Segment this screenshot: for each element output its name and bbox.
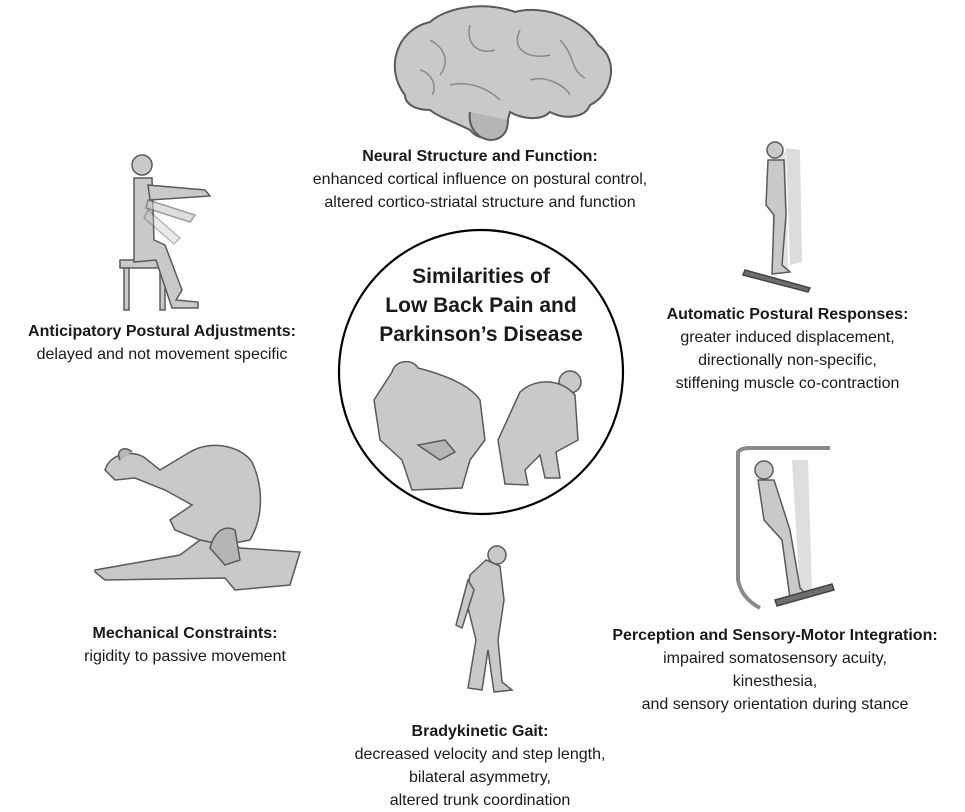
- node-perception-line-3: and sensory orientation during stance: [641, 696, 909, 713]
- standing-platform-icon: [741, 141, 812, 293]
- node-mechanical-line-1: rigidity to passive movement: [84, 648, 286, 665]
- back-pain-figure-icon: [373, 360, 486, 491]
- tilted-stance-icon: [736, 446, 835, 610]
- node-gait-line-1: decreased velocity and step length,: [354, 746, 606, 763]
- node-gait-heading: Bradykinetic Gait:: [411, 723, 549, 740]
- seated-reach-icon: [119, 154, 212, 311]
- node-neural: Neural Structure and Function: enhanced …: [250, 145, 710, 214]
- center-title-line-1: Similarities of: [412, 265, 550, 288]
- leg-stretch-icon: [94, 444, 301, 591]
- center-title: Similarities of Low Back Pain and Parkin…: [340, 262, 622, 349]
- node-perception-heading: Perception and Sensory-Motor Integration…: [612, 627, 938, 644]
- center-title-line-2: Low Back Pain and: [385, 294, 577, 317]
- node-anticipatory-line-1: delayed and not movement specific: [36, 346, 288, 363]
- node-neural-heading: Neural Structure and Function:: [362, 148, 598, 165]
- center-circle: [337, 228, 625, 516]
- node-anticipatory: Anticipatory Postural Adjustments: delay…: [2, 320, 322, 366]
- node-gait-line-3: altered trunk coordination: [389, 792, 571, 809]
- node-mechanical-heading: Mechanical Constraints:: [92, 625, 278, 642]
- node-neural-line-1: enhanced cortical influence on postural …: [312, 171, 648, 188]
- node-gait: Bradykinetic Gait: decreased velocity an…: [305, 720, 655, 812]
- center-title-line-3: Parkinson’s Disease: [379, 323, 583, 346]
- node-perception: Perception and Sensory-Motor Integration…: [590, 624, 960, 716]
- node-gait-line-2: bilateral asymmetry,: [409, 769, 551, 786]
- node-automatic-heading: Automatic Postural Responses:: [666, 306, 909, 323]
- node-neural-line-2: altered cortico-striatal structure and f…: [324, 194, 636, 211]
- node-automatic: Automatic Postural Responses: greater in…: [630, 303, 945, 395]
- node-automatic-line-3: stiffening muscle co-contraction: [675, 375, 900, 392]
- stooped-walker-icon: [455, 545, 514, 693]
- node-automatic-line-1: greater induced displacement,: [680, 329, 895, 346]
- node-mechanical: Mechanical Constraints: rigidity to pass…: [50, 622, 320, 668]
- parkinsons-figure-icon: [497, 370, 582, 486]
- node-automatic-line-2: directionally non-specific,: [698, 352, 877, 369]
- node-perception-line-2: kinesthesia,: [732, 673, 818, 690]
- node-anticipatory-heading: Anticipatory Postural Adjustments:: [28, 323, 296, 340]
- node-perception-line-1: impaired somatosensory acuity,: [663, 650, 887, 667]
- brain-icon: [393, 5, 613, 142]
